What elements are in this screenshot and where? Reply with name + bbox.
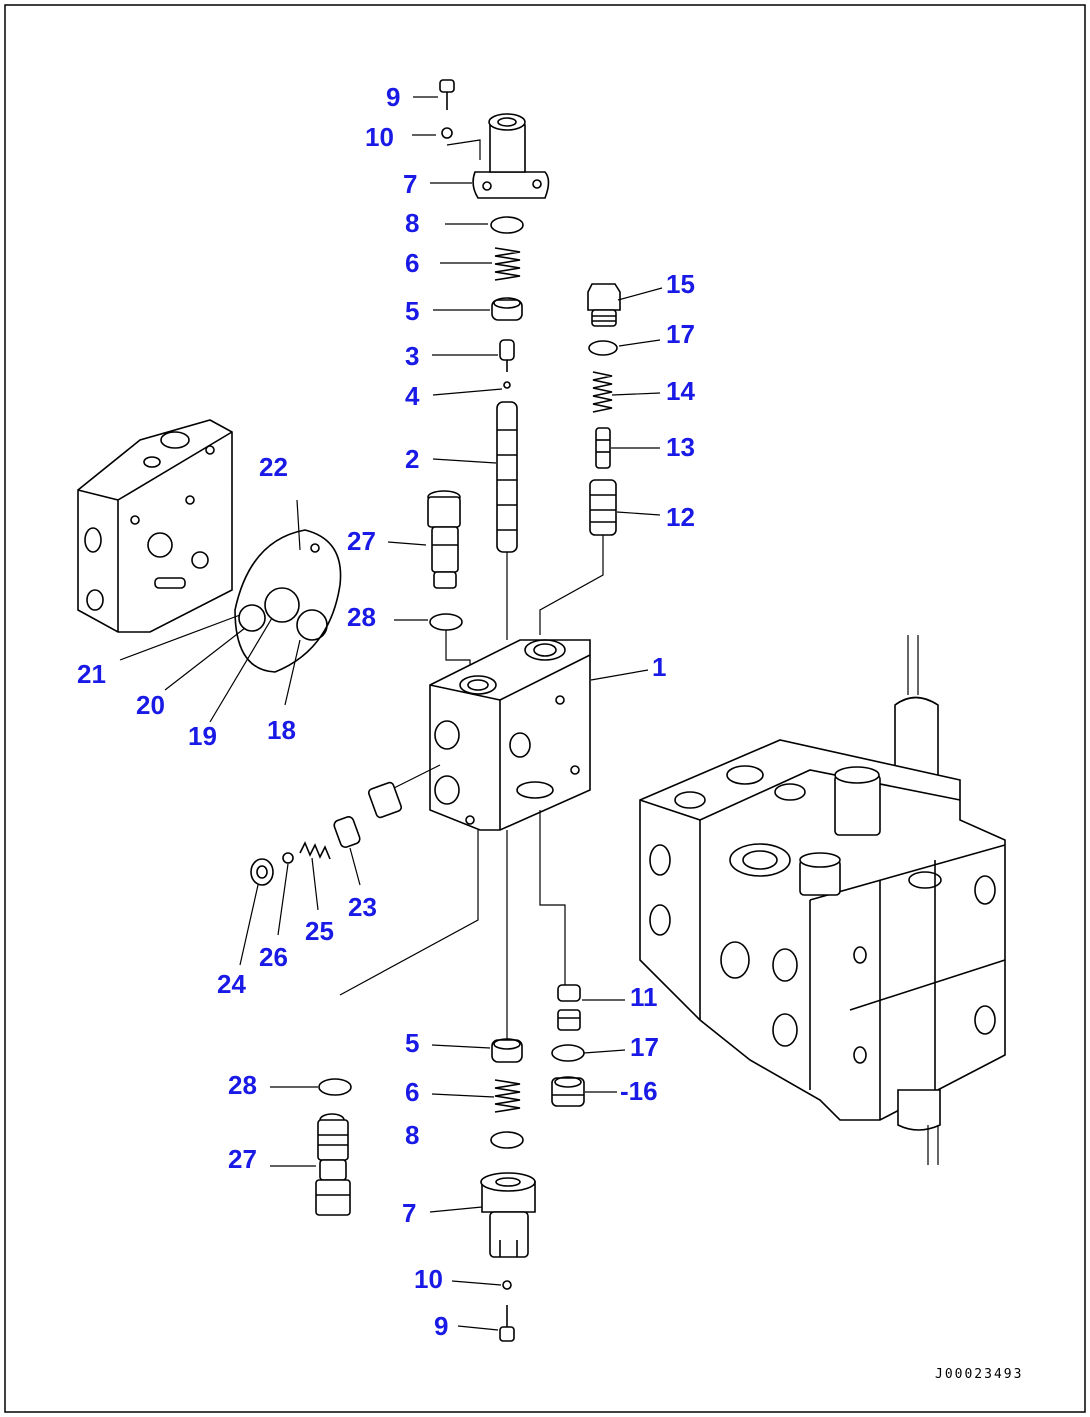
callout-7-top: 7 xyxy=(403,169,417,199)
callout-27-bottom: 27 xyxy=(228,1144,257,1174)
callout-17-top: 17 xyxy=(666,319,695,349)
part-27-relief-top xyxy=(427,490,461,589)
callout-2: 2 xyxy=(405,444,419,474)
top-stack xyxy=(439,79,550,640)
part-26-washer xyxy=(282,852,294,864)
part-11-valve xyxy=(557,984,581,1031)
part-17-oring-bottom xyxy=(551,1044,585,1062)
lead-body-down-right xyxy=(539,810,566,985)
part-14-spring xyxy=(592,371,613,413)
callout-3: 3 xyxy=(405,341,419,371)
part-21-gasket xyxy=(234,499,342,673)
callout-10-top: 10 xyxy=(365,122,394,152)
part-12-valve xyxy=(539,479,617,635)
part-25-spring xyxy=(299,841,331,860)
part-28-oring-top xyxy=(429,613,463,631)
assembled-valve xyxy=(639,635,1006,1165)
part-5-retainer-top xyxy=(491,297,523,321)
callout-9-bottom: 9 xyxy=(434,1311,448,1341)
part-6-spring-bottom xyxy=(494,1079,521,1113)
callout-12: 12 xyxy=(666,502,695,532)
callout-5-top: 5 xyxy=(405,296,419,326)
callout-22: 22 xyxy=(259,452,288,482)
part-5-retainer-bottom xyxy=(491,1038,523,1063)
callout-8-top: 8 xyxy=(405,208,419,238)
callout-5-bottom: 5 xyxy=(405,1028,419,1058)
drawing-code: J00023493 xyxy=(935,1367,1023,1382)
callout-6-top: 6 xyxy=(405,248,419,278)
part-8-oring-top xyxy=(490,216,524,234)
part-20-port xyxy=(238,604,266,632)
callout-28-top: 28 xyxy=(347,602,376,632)
callout-labels: 9 10 7 8 6 5 3 4 2 27 28 22 21 20 19 18 … xyxy=(77,82,695,1341)
part-8-oring-bottom xyxy=(490,1131,524,1149)
callout-10-bottom: 10 xyxy=(414,1264,443,1294)
callout-16: -16 xyxy=(620,1076,658,1106)
part-7-cover-bottom xyxy=(480,1172,536,1258)
callout-13: 13 xyxy=(666,432,695,462)
callout-17-bottom: 17 xyxy=(630,1032,659,1062)
part-28-oring-bottom xyxy=(318,1078,352,1096)
part-1-valve-body xyxy=(379,639,591,831)
callout-9-top: 9 xyxy=(386,82,400,112)
callout-15: 15 xyxy=(666,269,695,299)
callout-24: 24 xyxy=(217,969,246,999)
callout-27-top: 27 xyxy=(347,526,376,556)
part-10-washer-bottom xyxy=(502,1280,512,1290)
part-4-ball xyxy=(503,381,511,389)
callout-19: 19 xyxy=(188,721,217,751)
callout-7-bottom: 7 xyxy=(402,1198,416,1228)
lead-body-down-left xyxy=(339,830,479,996)
callout-23: 23 xyxy=(348,892,377,922)
part-17-oring-top xyxy=(588,340,618,356)
callout-21: 21 xyxy=(77,659,106,689)
part-23-piston xyxy=(333,781,403,848)
part-18-port xyxy=(296,609,328,641)
part-10-washer-top xyxy=(441,127,453,139)
callout-leaders xyxy=(119,96,663,1331)
part-9-bolt-bottom xyxy=(499,1305,515,1342)
right-stack xyxy=(539,283,621,635)
callout-6-bottom: 6 xyxy=(405,1077,419,1107)
drawing-border xyxy=(4,4,1086,1413)
part-3-valve xyxy=(499,339,515,372)
callout-11: 11 xyxy=(630,982,658,1012)
part-19-port xyxy=(264,587,300,623)
part-9-bolt-top xyxy=(439,79,455,110)
part-2-spool xyxy=(496,401,518,640)
part-27-relief-bottom xyxy=(315,1113,351,1216)
callout-4: 4 xyxy=(405,381,420,411)
callout-26: 26 xyxy=(259,942,288,972)
part-15-plug xyxy=(587,283,621,327)
part-6-spring-top xyxy=(494,247,521,281)
callout-14: 14 xyxy=(666,376,695,406)
left-cover-plate xyxy=(77,419,233,633)
part-13-piston xyxy=(595,427,611,469)
callout-20: 20 xyxy=(136,690,165,720)
callout-1: 1 xyxy=(652,652,666,682)
part-24-plug xyxy=(250,858,274,886)
callout-18: 18 xyxy=(267,715,296,745)
callout-28-bottom: 28 xyxy=(228,1070,257,1100)
part-7-cover-top xyxy=(446,113,550,199)
part-16-plug xyxy=(551,1076,585,1107)
callout-8-bottom: 8 xyxy=(405,1120,419,1150)
callout-25: 25 xyxy=(305,916,334,946)
